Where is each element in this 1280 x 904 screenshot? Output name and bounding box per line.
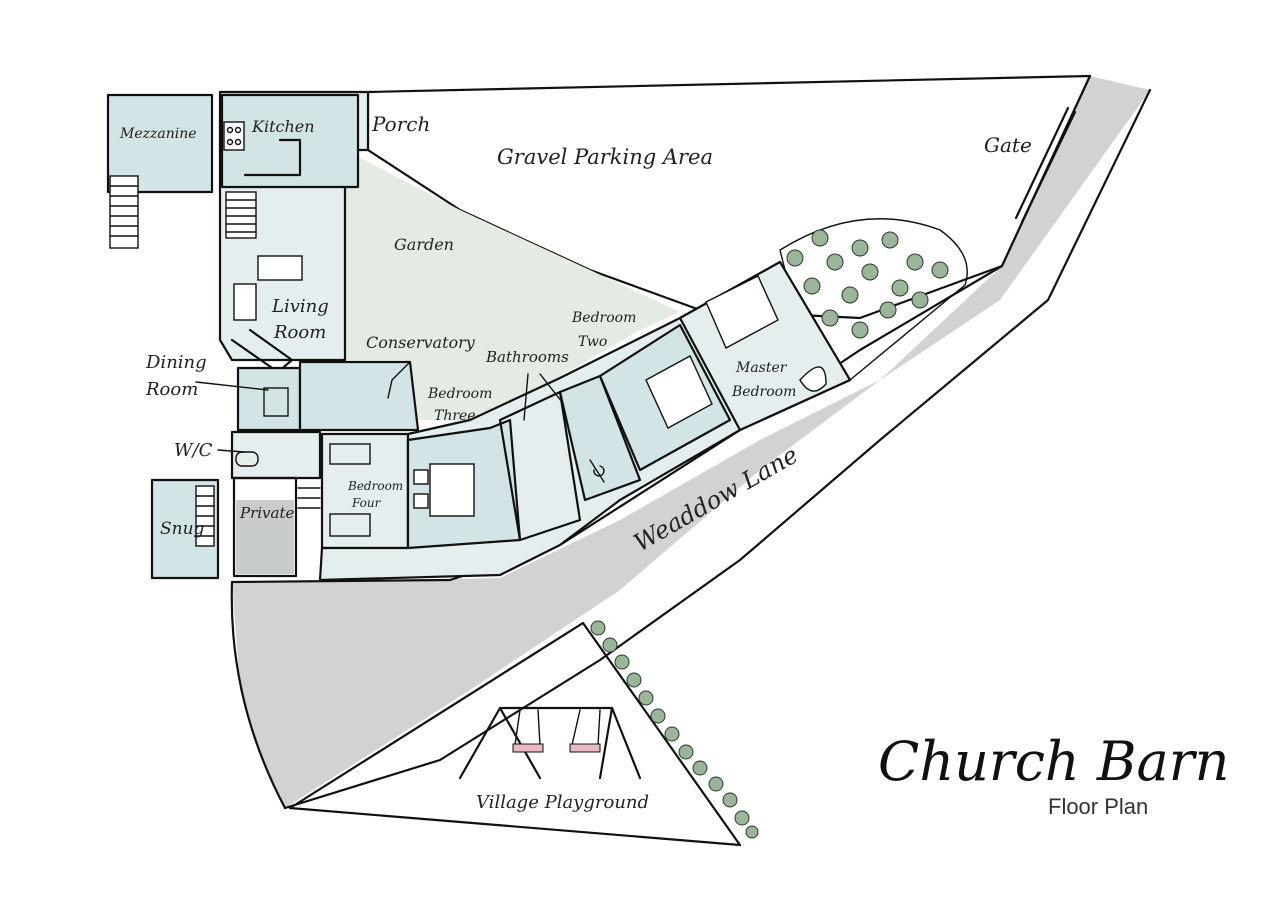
bed-icon-three — [413, 463, 475, 517]
bedroom-three-label-line1: Bedroom — [427, 386, 492, 402]
living-room-stairs — [225, 191, 257, 239]
conservatory-label: Conservatory — [366, 333, 476, 352]
living-room-label-line2: Room — [273, 322, 326, 343]
conservatory-room — [298, 360, 420, 432]
dining-room — [236, 366, 302, 432]
dining-room-label-line2: Room — [145, 379, 198, 400]
dining-room-label-line1: Dining — [145, 352, 207, 373]
bedroom-three-label-line2: Three — [434, 408, 476, 424]
gravel-parking-label: Gravel Parking Area — [497, 145, 713, 169]
map-title: Church Barn — [878, 730, 1229, 793]
private-label: Private — [239, 504, 295, 522]
wc-room — [230, 430, 322, 480]
bathroom-one — [498, 390, 582, 542]
master-bedroom-label-line2: Bedroom — [731, 384, 796, 400]
tree-icons-cluster — [786, 229, 949, 339]
gate-label: Gate — [984, 133, 1032, 157]
bedroom-two-label-line1: Bedroom — [571, 310, 636, 326]
hob-icon — [223, 121, 245, 151]
bathrooms-label: Bathrooms — [485, 348, 569, 366]
bedroom-four-label-line2: Four — [351, 496, 382, 510]
gate-posts — [1014, 106, 1077, 224]
kitchen-label: Kitchen — [251, 117, 315, 136]
weaddow-lane-road — [232, 76, 1150, 808]
toilet-icon — [235, 451, 259, 467]
tree-cluster-area — [779, 218, 968, 382]
private-room — [232, 476, 298, 578]
bed-icon-two — [645, 355, 713, 429]
garden-label: Garden — [394, 235, 454, 254]
wc-label: W/C — [174, 440, 213, 461]
mezzanine-stairs — [109, 175, 139, 249]
living-room-label-line1: Living — [271, 296, 329, 317]
garden-shape — [345, 150, 680, 420]
bedroom-two-label-line2: Two — [578, 334, 607, 350]
dining-table-icon — [263, 387, 289, 417]
map-subtitle: Floor Plan — [1048, 794, 1148, 819]
porch-label: Porch — [371, 112, 430, 136]
bedroom-four-label-line1: Bedroom — [347, 479, 403, 493]
swing-set-icon — [458, 706, 642, 780]
bed-icon-master — [705, 275, 827, 392]
hedge-trees-icons — [590, 620, 759, 839]
village-playground-label: Village Playground — [476, 792, 649, 813]
sofa-icon — [233, 255, 303, 321]
private-stairs — [297, 477, 321, 509]
snug-label: Snug — [160, 519, 205, 539]
master-bedroom-label-line1: Master — [735, 360, 788, 376]
mezzanine-label: Mezzanine — [119, 126, 197, 142]
village-playground-area — [288, 621, 742, 847]
bathroom-two — [558, 374, 642, 502]
